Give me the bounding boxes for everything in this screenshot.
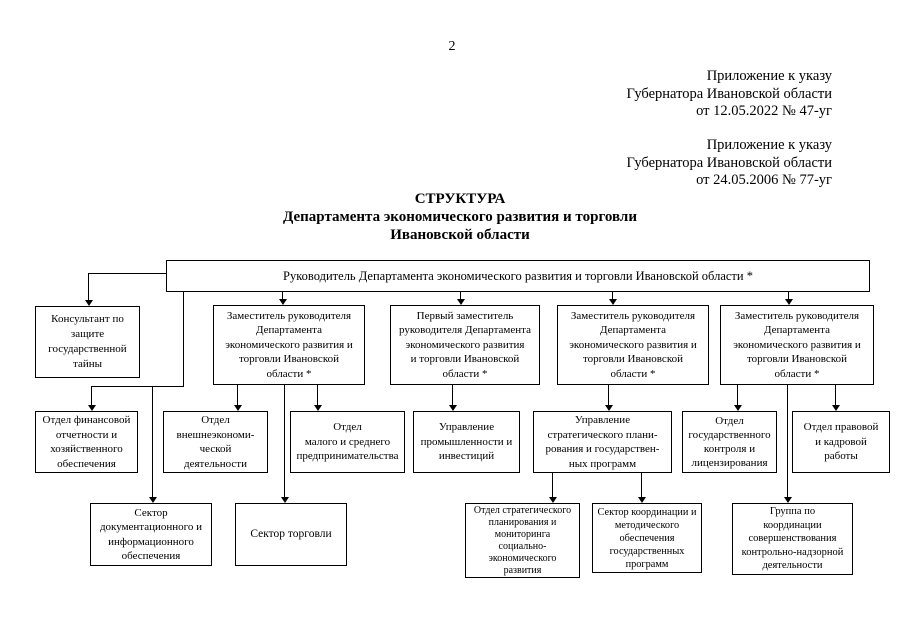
arrow-down-icon	[605, 405, 613, 411]
connector-to-control-group	[787, 385, 788, 497]
arrow-down-icon	[609, 299, 617, 305]
org-box-coord-sector: Сектор координации и методического обесп…	[592, 503, 702, 573]
connector-head-deputy2	[612, 292, 613, 299]
arrow-down-icon	[457, 299, 465, 305]
org-box-deputy3: Заместитель руководителя Департамента эк…	[720, 305, 874, 385]
org-box-finance: Отдел финансовой отчетности и хозяйствен…	[35, 411, 138, 473]
connector-to-industry	[452, 385, 453, 405]
arrow-down-icon	[281, 497, 289, 503]
connector-leftbranch-h	[91, 386, 184, 387]
connector-to-strat-planning	[552, 473, 553, 497]
connector-to-coord-sector	[641, 473, 642, 497]
org-box-doc-sector: Сектор документационного и информационно…	[90, 503, 212, 566]
connector-head-leftbranch-v	[183, 292, 184, 386]
arrow-down-icon	[734, 405, 742, 411]
connector-head-first-deputy	[460, 292, 461, 299]
arrow-down-icon	[832, 405, 840, 411]
arrow-down-icon	[314, 405, 322, 411]
arrow-down-icon	[638, 497, 646, 503]
connector-to-state-control	[737, 385, 738, 405]
org-box-strategic: Управление стратегического плани- ровани…	[533, 411, 672, 473]
connector-to-legal	[835, 385, 836, 405]
org-box-trade-sector: Сектор торговли	[235, 503, 347, 566]
connector-to-strategic	[608, 385, 609, 405]
org-box-small-business: Отдел малого и среднего предпринимательс…	[290, 411, 405, 473]
arrow-down-icon	[85, 300, 93, 306]
arrow-down-icon	[279, 299, 287, 305]
connector-to-trade-sector	[284, 385, 285, 497]
org-box-first-deputy: Первый заместитель руководителя Департам…	[390, 305, 540, 385]
org-box-state-control: Отдел государственного контроля и лиценз…	[682, 411, 777, 473]
annex-note-2: Приложение к указу Губернатора Ивановско…	[626, 137, 832, 188]
org-box-industry: Управление промышленности и инвестиций	[413, 411, 520, 473]
arrow-down-icon	[449, 405, 457, 411]
annex-note-1: Приложение к указу Губернатора Ивановско…	[626, 68, 832, 119]
connector-head-konsultant-v	[88, 273, 89, 300]
connector-head-deputy1	[282, 292, 283, 299]
arrow-down-icon	[234, 405, 242, 411]
connector-head-konsultant-h	[88, 273, 167, 274]
org-box-strat-planning: Отдел стратегического планирования и мон…	[465, 503, 580, 578]
org-box-deputy2: Заместитель руководителя Департамента эк…	[557, 305, 709, 385]
org-box-head: Руководитель Департамента экономического…	[166, 260, 870, 292]
arrow-down-icon	[784, 497, 792, 503]
connector-to-doc-sector	[152, 386, 153, 497]
arrow-down-icon	[785, 299, 793, 305]
org-box-foreign-economic: Отдел внешнеэкономи- ческой деятельности	[163, 411, 268, 473]
document-title: СТРУКТУРА Департамента экономического ра…	[283, 191, 637, 243]
connector-to-foreign-economic	[237, 385, 238, 405]
org-box-control-group: Группа по координации совершенствования …	[732, 503, 853, 575]
arrow-down-icon	[149, 497, 157, 503]
connector-to-small-business	[317, 385, 318, 405]
org-box-legal: Отдел правовой и кадровой работы	[792, 411, 890, 473]
org-box-deputy1: Заместитель руководителя Департамента эк…	[213, 305, 365, 385]
org-box-konsultant: Консультант по защите государственной та…	[35, 306, 140, 378]
connector-to-finance	[91, 386, 92, 405]
page-number: 2	[448, 39, 456, 54]
arrow-down-icon	[549, 497, 557, 503]
arrow-down-icon	[88, 405, 96, 411]
connector-head-deputy3	[788, 292, 789, 299]
